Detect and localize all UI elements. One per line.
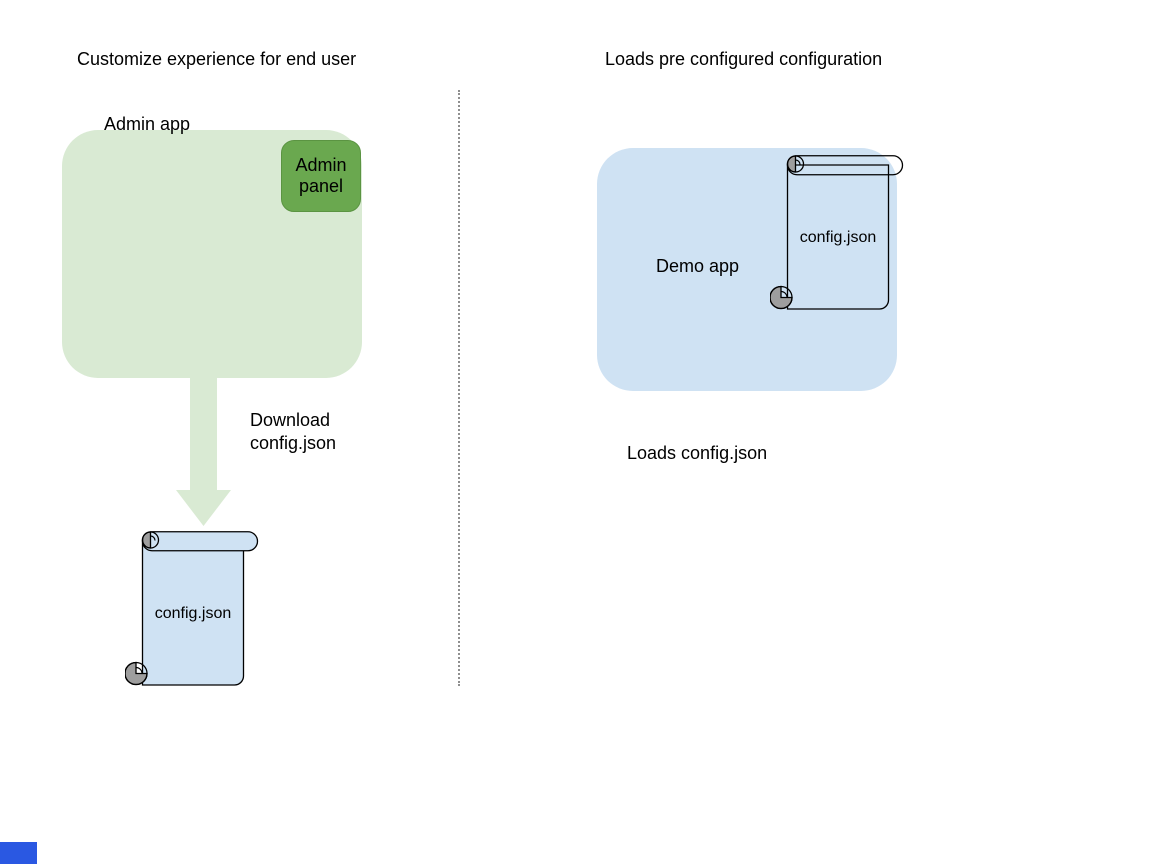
scroll-shape-icon [125,531,259,686]
admin-app-label: Admin app [104,114,191,134]
admin-panel-box[interactable]: Admin panel [281,140,361,212]
blue-corner-marker [0,842,37,864]
section-divider-dotted-line [458,90,460,686]
config-json-scroll-left[interactable]: config.json [125,531,259,686]
arrow-shape [176,378,231,526]
demo-app-label: Demo app [656,256,740,276]
download-arrow-icon[interactable] [176,378,231,526]
config-json-label: config.json [799,229,877,246]
demo-app-box[interactable]: Demo app [597,148,897,391]
config-json-label: config.json [154,605,232,622]
download-config-caption: Download config.json [250,410,337,453]
loads-config-caption: Loads config.json [627,443,768,463]
left-section-title: Customize experience for end user [77,49,357,69]
config-json-scroll-right[interactable]: config.json [770,155,904,310]
right-section-title: Loads pre configured configuration [605,49,883,69]
admin-panel-label: Admin panel [295,155,347,196]
scroll-shape-icon [770,155,904,310]
